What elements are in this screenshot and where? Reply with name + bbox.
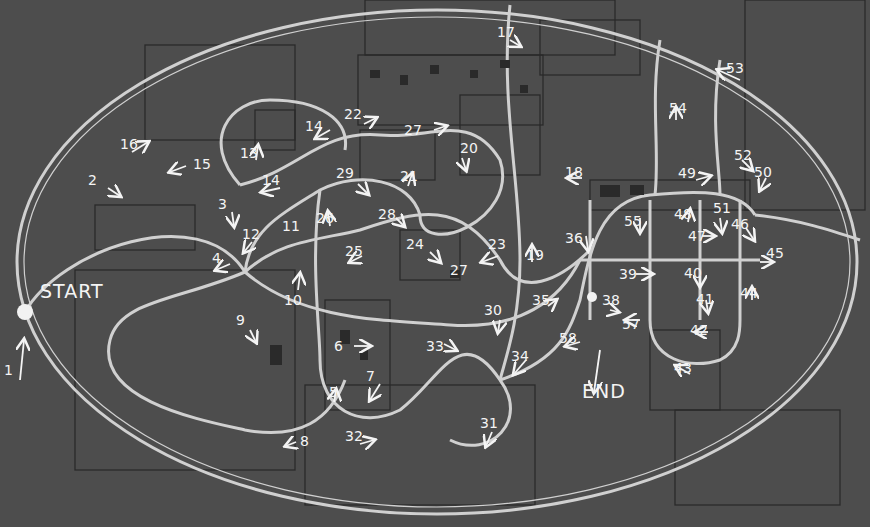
callout-number: 49 — [678, 165, 696, 181]
callout-number: 58 — [559, 330, 577, 346]
callout-number: 44 — [740, 285, 758, 301]
route-arrow — [720, 218, 722, 232]
route-arrow — [354, 345, 370, 347]
route-arrow — [430, 252, 440, 262]
callout-number: 51 — [713, 200, 731, 216]
callout-number: 9 — [236, 312, 245, 328]
route-arrow — [358, 184, 368, 194]
callout-number: 7 — [366, 368, 375, 384]
callout-number: 38 — [602, 292, 620, 308]
route-arrow — [298, 274, 300, 290]
callout-number: 35 — [532, 292, 550, 308]
callout-number: 5 — [329, 384, 338, 400]
callout-number: 48 — [674, 206, 692, 222]
callout-number: 14 — [305, 118, 323, 134]
callout-number: 27 — [404, 122, 422, 138]
callout-number: 13 — [240, 145, 258, 161]
route-arrow — [636, 273, 652, 275]
route-arrow — [498, 320, 500, 332]
callout-number: 23 — [488, 236, 506, 252]
callout-number: 20 — [460, 140, 478, 156]
route-arrow — [262, 188, 280, 192]
route-arrow — [586, 236, 588, 250]
callout-number: 43 — [674, 360, 692, 376]
route-arrow — [364, 118, 376, 124]
callout-number: 8 — [300, 433, 309, 449]
route-arrow — [486, 432, 492, 446]
callout-number: 36 — [565, 230, 583, 246]
route-end-label: START — [40, 280, 104, 302]
callout-number: 15 — [193, 156, 211, 172]
callout-number: 21 — [400, 168, 418, 184]
route-arrow — [170, 166, 186, 172]
callout-number: 3 — [218, 196, 227, 212]
callout-number: 10 — [284, 292, 302, 308]
callout-number: 11 — [282, 218, 300, 234]
callout-number: 6 — [334, 338, 343, 354]
route-arrow — [232, 212, 234, 226]
callout-number: 28 — [378, 206, 396, 222]
callout-number: 42 — [690, 322, 708, 338]
route-arrow — [482, 256, 498, 262]
route-arrow — [370, 384, 380, 400]
callout-number: 25 — [345, 243, 363, 259]
callout-number: 46 — [731, 216, 749, 232]
route-arrow — [462, 158, 466, 170]
callout-number: 53 — [726, 60, 744, 76]
callout-number: 17 — [497, 24, 515, 40]
route-arrow — [108, 188, 120, 196]
callout-number: 16 — [120, 136, 138, 152]
callout-number: 50 — [754, 164, 772, 180]
callout-number: 41 — [696, 291, 714, 307]
callout-number: 31 — [480, 415, 498, 431]
callout-number: 40 — [684, 265, 702, 281]
callout-number: 18 — [565, 164, 583, 180]
callout-number: 52 — [734, 147, 752, 163]
callout-number: 54 — [669, 100, 687, 116]
callout-number: 14 — [262, 172, 280, 188]
route-arrow — [696, 176, 710, 180]
callout-number: 29 — [336, 165, 354, 181]
route-arrow — [20, 340, 24, 380]
callout-number: 30 — [484, 302, 502, 318]
route-arrow — [444, 344, 456, 350]
route-arrow — [510, 40, 520, 46]
callout-number: 47 — [688, 228, 706, 244]
callout-number: 22 — [344, 106, 362, 122]
callout-number: 2 — [88, 172, 97, 188]
route-arrow — [250, 330, 256, 342]
callout-number: 19 — [526, 247, 544, 263]
callout-number: 1 — [4, 362, 13, 378]
callout-number: 26 — [316, 210, 334, 226]
route-end-label: END — [582, 380, 626, 402]
route-arrow — [396, 218, 404, 226]
callout-number: 33 — [426, 338, 444, 354]
callout-number: 12 — [242, 226, 260, 242]
callout-number: 27 — [450, 262, 468, 278]
callout-number: 4 — [212, 250, 221, 266]
route-arrow — [434, 126, 446, 130]
callout-number: 34 — [511, 348, 529, 364]
route-arrow — [286, 442, 296, 446]
callout-number: 57 — [622, 316, 640, 332]
route-arrow — [760, 261, 772, 263]
route-arrow — [244, 242, 252, 252]
callout-number: 32 — [345, 428, 363, 444]
callout-number: 24 — [406, 236, 424, 252]
callout-number: 45 — [766, 245, 784, 261]
callout-number: 39 — [619, 266, 637, 282]
route-arrow — [610, 310, 618, 312]
callout-number: 55 — [624, 213, 642, 229]
